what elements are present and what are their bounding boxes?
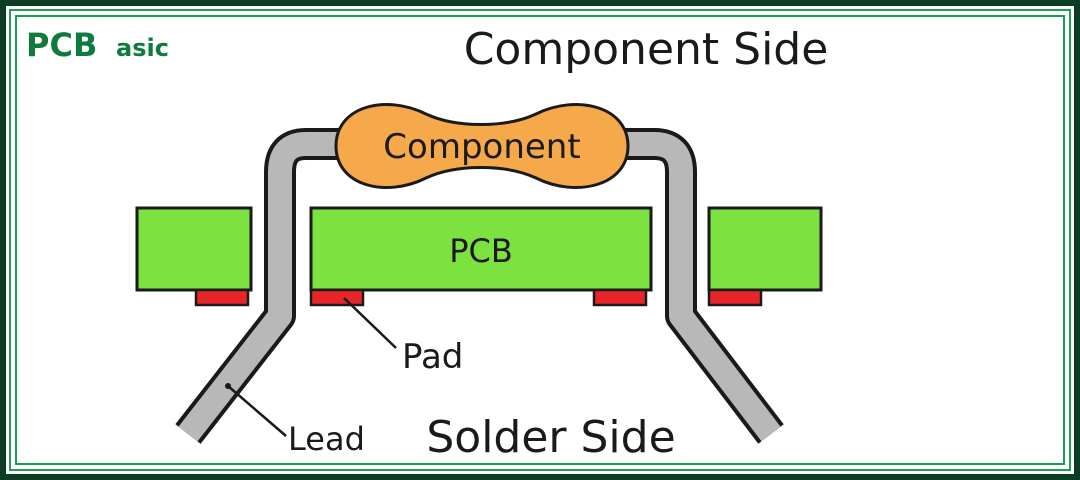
pad-callout-line: [343, 297, 397, 349]
lead-left: [178, 132, 341, 442]
lead-callout-line: [227, 385, 287, 437]
pcb-segment-left: [135, 206, 253, 292]
lead-label: Lead: [288, 420, 365, 458]
border-outer: [9, 9, 1071, 471]
pcbasic-logo: PCB asic: [26, 26, 169, 64]
component-body: [334, 103, 630, 189]
pcb-diagram: PCB asic Component Side Solder Side: [9, 9, 1071, 471]
pcb-label: PCB: [449, 232, 513, 270]
logo-main-text: PCB: [26, 26, 97, 64]
border-inner: [15, 15, 1065, 465]
canvas: PCB asic Component Side Solder Side: [6, 6, 1074, 474]
component-label: Component: [383, 127, 580, 167]
lead-right: [618, 132, 781, 442]
leads: [175, 128, 784, 444]
solder-side-title: Solder Side: [426, 412, 675, 463]
logo-tail-text: asic: [116, 34, 169, 62]
pad-right-outer: [707, 288, 763, 307]
pcb-segment-center: [309, 206, 653, 292]
pad-label: Pad: [402, 337, 463, 377]
pads: [194, 288, 763, 307]
pcb-board: [135, 206, 823, 292]
pad-left-inner: [309, 288, 365, 307]
component-side-title: Component Side: [464, 24, 829, 75]
pad-right-inner: [592, 288, 648, 307]
pcb-segment-right: [707, 206, 823, 292]
pad-left-outer: [194, 288, 250, 307]
